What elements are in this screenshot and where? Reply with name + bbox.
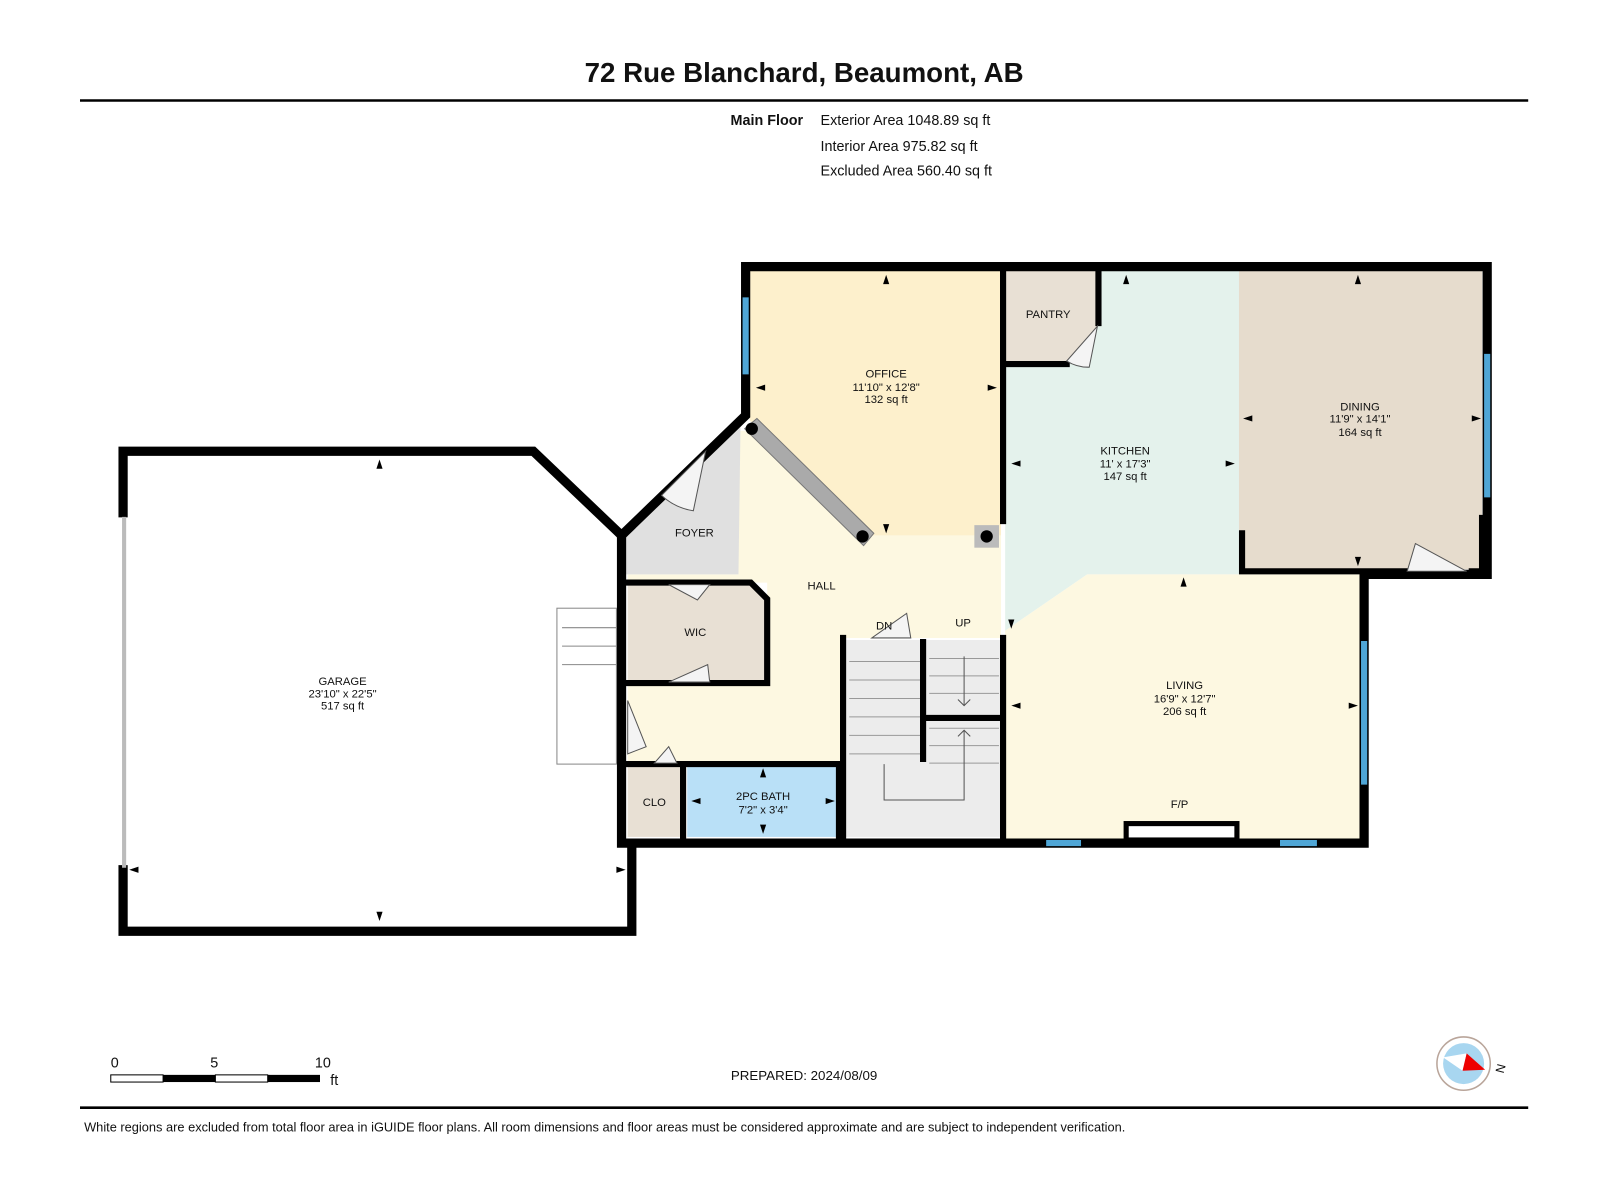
room-foyer: FOYER <box>675 527 714 539</box>
svg-text:DINING: DINING <box>1340 401 1379 413</box>
svg-text:2PC BATH: 2PC BATH <box>736 791 790 803</box>
svg-text:11'9" x 14'1": 11'9" x 14'1" <box>1330 414 1391 426</box>
room-clo: CLO <box>643 797 666 809</box>
svg-text:GARAGE: GARAGE <box>318 676 367 688</box>
svg-text:517 sq ft: 517 sq ft <box>321 701 365 713</box>
office-fill <box>749 270 1002 536</box>
stair-treads <box>849 656 999 801</box>
post <box>745 422 758 435</box>
svg-text:16'9" x 12'7": 16'9" x 12'7" <box>1154 694 1216 706</box>
svg-text:KITCHEN: KITCHEN <box>1100 445 1149 457</box>
svg-text:11'10" x 12'8": 11'10" x 12'8" <box>853 382 920 394</box>
excluded-area: Excluded Area 560.40 sq ft <box>821 163 992 179</box>
floor-name: Main Floor <box>731 113 804 129</box>
room-dining: DINING 11'9" x 14'1" 164 sq ft <box>1330 401 1391 439</box>
room-office: OFFICE 11'10" x 12'8" 132 sq ft <box>853 368 920 406</box>
room-fills <box>625 270 1483 839</box>
room-hall: HALL <box>807 581 835 593</box>
room-kitchen: KITCHEN 11' x 17'3" 147 sq ft <box>1100 445 1151 483</box>
svg-text:132 sq ft: 132 sq ft <box>865 394 909 406</box>
room-living: LIVING 16'9" x 12'7" 206 sq ft <box>1154 680 1216 718</box>
svg-text:5: 5 <box>210 1056 218 1072</box>
svg-text:7'2" x 3'4": 7'2" x 3'4" <box>738 804 787 816</box>
interior-area: Interior Area 975.82 sq ft <box>821 139 978 155</box>
svg-text:10: 10 <box>315 1056 331 1072</box>
clo-fill <box>627 765 684 837</box>
svg-text:147 sq ft: 147 sq ft <box>1104 471 1148 483</box>
living-fill <box>1005 574 1363 839</box>
fireplace-label: F/P <box>1171 799 1189 811</box>
footer-disclaimer: White regions are excluded from total fl… <box>84 1119 1125 1134</box>
post <box>856 530 869 543</box>
scale-bar: 0 5 10 ft <box>110 1056 338 1089</box>
kitchen-fill <box>1005 270 1239 631</box>
room-pantry: PANTRY <box>1026 309 1071 321</box>
page-title: 72 Rue Blanchard, Beaumont, AB <box>585 57 1024 88</box>
walls <box>118 262 1492 936</box>
dimension-arrows <box>129 274 1482 922</box>
svg-text:11' x 17'3": 11' x 17'3" <box>1100 459 1151 471</box>
prepared-date: PREPARED: 2024/08/09 <box>731 1068 877 1083</box>
room-garage: GARAGE 23'10" x 22'5" 517 sq ft <box>309 676 377 713</box>
svg-text:206 sq ft: 206 sq ft <box>1163 706 1207 718</box>
svg-text:0: 0 <box>111 1056 119 1072</box>
dining-fill <box>1238 270 1483 570</box>
wic-fill <box>627 582 768 683</box>
garage-steps <box>556 607 617 765</box>
exterior-area: Exterior Area 1048.89 sq ft <box>821 113 991 129</box>
compass-icon: N <box>1436 1036 1509 1092</box>
svg-text:164 sq ft: 164 sq ft <box>1338 427 1382 439</box>
svg-text:OFFICE: OFFICE <box>865 368 907 380</box>
svg-text:ft: ft <box>330 1073 338 1089</box>
svg-text:LIVING: LIVING <box>1166 680 1203 692</box>
stairs-down-label: DN <box>876 621 892 633</box>
svg-text:23'10" x 22'5": 23'10" x 22'5" <box>309 688 377 700</box>
doors <box>627 324 1467 764</box>
pantry-fill <box>1005 270 1098 362</box>
post <box>980 530 993 543</box>
svg-text:N: N <box>1493 1062 1509 1074</box>
room-wic: WIC <box>684 627 706 639</box>
room-bath: 2PC BATH 7'2" x 3'4" <box>736 791 790 816</box>
stairs-up-label: UP <box>955 618 971 630</box>
beam <box>743 417 875 547</box>
